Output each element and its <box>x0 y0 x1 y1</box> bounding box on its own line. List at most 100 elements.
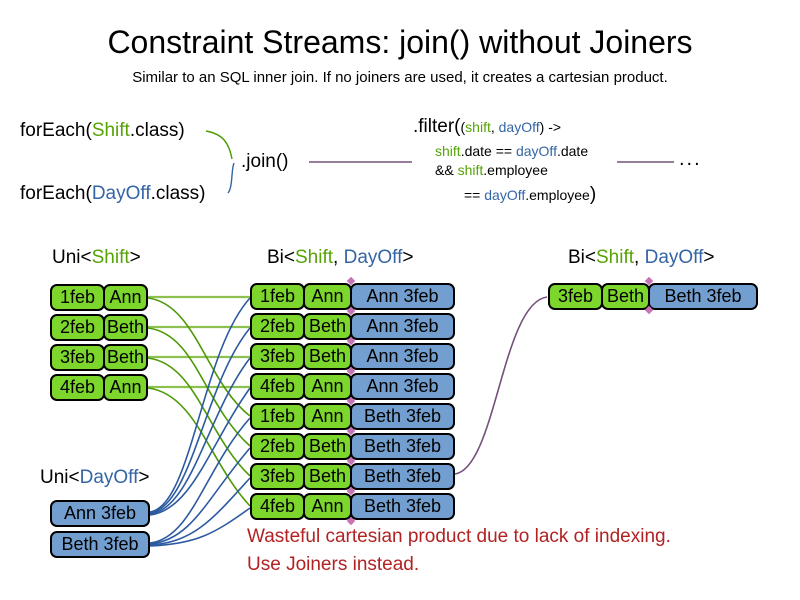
code-filter-arg-dayoff: dayOff <box>498 119 540 135</box>
bi-pair-cell: Ann 3feb <box>350 343 455 370</box>
beth3feb-to-row5-wire <box>149 417 251 544</box>
code-filter-l2-end: .date <box>556 143 589 159</box>
beth3feb-to-row7-wire <box>149 477 251 546</box>
label-bi-right-pre: Bi< <box>568 247 596 268</box>
label-uni-dayoff-pre: Uni< <box>40 467 80 488</box>
shift2-to-row6-wire <box>147 327 251 447</box>
code-filter-l3-shift: shift <box>457 162 484 178</box>
beth3feb-to-row8-wire <box>149 507 251 547</box>
code-foreach-dayoff-fn: forEach( <box>20 183 92 204</box>
bi-pair-cell: Ann 3feb <box>350 373 455 400</box>
result-date-cell: 3feb <box>548 283 603 310</box>
label-uni-dayoff-post: > <box>138 467 150 488</box>
shift-employee-cell: Ann <box>103 284 148 311</box>
bi-date-cell: 4feb <box>250 493 305 520</box>
shift3-to-row7-wire <box>147 357 251 477</box>
code-filter-line4: == dayOff.employee) <box>464 184 596 206</box>
bi-employee-cell: Ann <box>303 493 352 520</box>
shift1-to-row5-wire <box>147 297 251 417</box>
code-filter-l2-shift: shift <box>435 143 461 159</box>
warning-line-2: Use Joiners instead. <box>247 554 420 575</box>
label-uni-shift-pre: Uni< <box>52 247 92 268</box>
ann3feb-to-row4-wire <box>149 387 251 516</box>
code-foreach-dayoff-suffix: .class) <box>150 183 206 204</box>
bi-employee-cell: Beth <box>303 313 352 340</box>
bi-employee-cell: Beth <box>303 463 352 490</box>
bi-date-cell: 4feb <box>250 373 305 400</box>
bi-pair-cell: Beth 3feb <box>350 463 455 490</box>
code-filter-l3-and: && <box>435 162 458 178</box>
beth3feb-to-row6-wire <box>149 447 251 545</box>
code-filter-l2-mid: .date == <box>460 143 516 159</box>
bi-pair-cell: Beth 3feb <box>350 433 455 460</box>
label-uni-shift-post: > <box>129 247 141 268</box>
code-filter-line3: && shift.employee <box>435 162 548 178</box>
shift4-to-row8-wire <box>147 387 251 507</box>
shift-date-cell: 3feb <box>50 344 105 371</box>
code-filter-close-paren: ) <box>589 184 597 205</box>
dayoff-cell: Ann 3feb <box>50 500 150 527</box>
bi-pair-cell: Beth 3feb <box>350 493 455 520</box>
label-uni-dayoff: Uni<DayOff> <box>40 467 150 489</box>
bi-pair-cell: Ann 3feb <box>350 283 455 310</box>
code-filter-head: .filter( <box>413 116 461 137</box>
code-foreach-dayoff: forEach(DayOff.class) <box>20 183 206 205</box>
label-uni-dayoff-type: DayOff <box>79 467 139 488</box>
code-filter-l2-dayoff: dayOff <box>515 143 557 159</box>
code-foreach-shift: forEach(Shift.class) <box>20 120 185 142</box>
code-filter-l4-eq: == <box>464 187 485 203</box>
warning-line-1: Wasteful cartesian product due to lack o… <box>247 526 671 547</box>
shift-employee-cell: Beth <box>103 344 148 371</box>
brace-dayoff-to-join-wire <box>227 162 235 194</box>
code-foreach-shift-suffix: .class) <box>129 120 185 141</box>
label-bi-right-comma: , <box>634 247 645 268</box>
bi-date-cell: 2feb <box>250 313 305 340</box>
label-bi-right-shift: Shift <box>596 247 635 268</box>
bi-date-cell: 1feb <box>250 283 305 310</box>
code-filter-line1: .filter((shift, dayOff) -> <box>413 116 561 138</box>
label-bi-mid-post: > <box>402 247 414 268</box>
slide-subtitle: Similar to an SQL inner join. If no join… <box>132 69 668 86</box>
label-bi-mid-pre: Bi< <box>267 247 295 268</box>
label-bi-mid: Bi<Shift, DayOff> <box>267 247 413 269</box>
bi-employee-cell: Ann <box>303 283 352 310</box>
result-pair-cell: Beth 3feb <box>648 283 758 310</box>
label-bi-mid-shift: Shift <box>295 247 334 268</box>
shift-date-cell: 2feb <box>50 314 105 341</box>
code-shift-class-token: Shift <box>91 120 130 141</box>
label-bi-right: Bi<Shift, DayOff> <box>568 247 714 269</box>
code-join: .join() <box>241 151 289 172</box>
code-dayoff-class-token: DayOff <box>91 183 151 204</box>
code-filter-l4-end: .employee <box>525 187 590 203</box>
label-bi-right-dayoff: DayOff <box>644 247 704 268</box>
bi-date-cell: 3feb <box>250 343 305 370</box>
bi-date-cell: 3feb <box>250 463 305 490</box>
slide-title: Constraint Streams: join() without Joine… <box>107 24 693 60</box>
code-ellipsis: ... <box>679 148 702 170</box>
label-bi-mid-dayoff: DayOff <box>343 247 403 268</box>
code-filter-arg-shift: shift <box>465 119 491 135</box>
bi-employee-cell: Ann <box>303 403 352 430</box>
shift-date-cell: 1feb <box>50 284 105 311</box>
shift-employee-cell: Beth <box>103 314 148 341</box>
ann3feb-to-row1-wire <box>149 297 251 513</box>
bi-pair-cell: Ann 3feb <box>350 313 455 340</box>
code-filter-l4-dayoff: dayOff <box>484 187 526 203</box>
code-filter-comma: , <box>490 119 499 135</box>
code-filter-open-paren: ( <box>460 119 466 135</box>
code-filter-line2: shift.date == dayOff.date <box>435 143 588 159</box>
code-filter-l3-end: .employee <box>483 162 548 178</box>
bi-employee-cell: Ann <box>303 373 352 400</box>
result-employee-cell: Beth <box>601 283 650 310</box>
label-bi-right-post: > <box>703 247 715 268</box>
bi-employee-cell: Beth <box>303 343 352 370</box>
shift-date-cell: 4feb <box>50 374 105 401</box>
bi-employee-cell: Beth <box>303 433 352 460</box>
code-filter-arrow: ) -> <box>539 119 562 135</box>
label-bi-mid-comma: , <box>333 247 344 268</box>
bi-date-cell: 2feb <box>250 433 305 460</box>
bi-row7-to-result-wire <box>454 296 548 475</box>
ann3feb-to-row2-wire <box>149 327 251 514</box>
